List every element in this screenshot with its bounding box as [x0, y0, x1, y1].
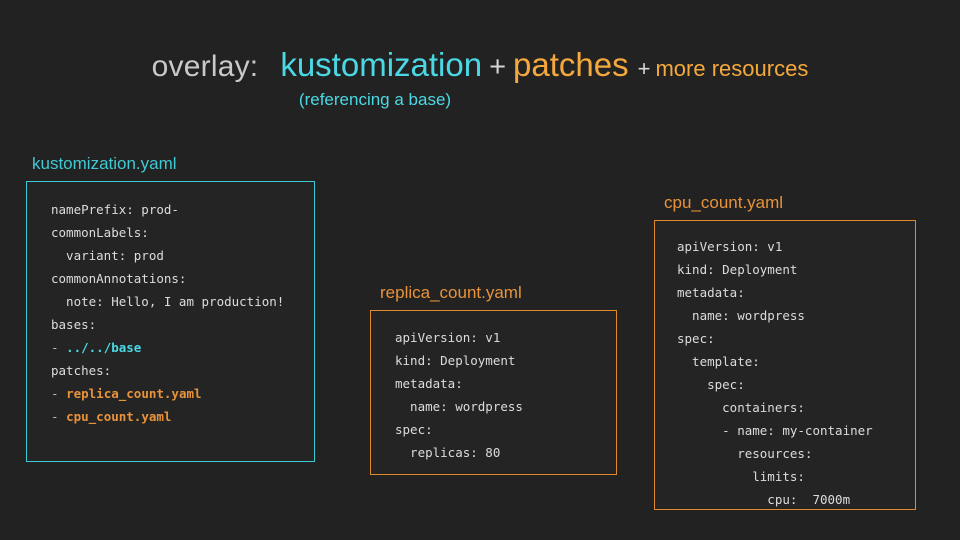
code-line: resources:: [677, 445, 813, 461]
panel-label-kustomization-yaml: kustomization.yaml: [32, 154, 177, 173]
code-ref-base: ../../base: [66, 339, 142, 355]
code-line: apiVersion: v1: [395, 329, 501, 345]
panel-kustomization-yaml: kustomization.yaml namePrefix: prod- com…: [26, 154, 315, 462]
code-line: kind: Deployment: [395, 352, 516, 368]
code-line: patches:: [51, 362, 112, 378]
code-content-kustomization-yaml: namePrefix: prod- commonLabels: variant:…: [51, 198, 314, 428]
code-line: note: Hello, I am production!: [51, 293, 285, 309]
code-line: spec:: [395, 421, 433, 437]
code-list-dash: -: [51, 408, 67, 424]
code-line: name: wordpress: [677, 307, 805, 323]
title-term-kustomization: kustomization: [280, 46, 483, 83]
code-line: replicas: 80: [395, 444, 501, 460]
code-line: containers:: [677, 399, 805, 415]
code-line: name: wordpress: [395, 398, 523, 414]
code-line: - name: my-container: [677, 422, 873, 438]
code-line: apiVersion: v1: [677, 238, 783, 254]
code-ref-cpu-count: cpu_count.yaml: [66, 408, 172, 424]
title-term-more-resources: more resources: [655, 56, 809, 81]
code-line: kind: Deployment: [677, 261, 798, 277]
code-line: namePrefix: prod-: [51, 201, 179, 217]
title-overlay-label: overlay:: [151, 50, 259, 83]
code-box-kustomization-yaml: namePrefix: prod- commonLabels: variant:…: [26, 180, 315, 462]
title-plus-2: +: [637, 56, 651, 81]
code-line: commonLabels:: [51, 224, 149, 240]
code-box-replica-count-yaml: apiVersion: v1 kind: Deployment metadata…: [370, 309, 617, 475]
code-ref-replica-count: replica_count.yaml: [66, 385, 202, 401]
code-line: metadata:: [677, 284, 745, 300]
code-content-replica-count-yaml: apiVersion: v1 kind: Deployment metadata…: [395, 326, 616, 464]
code-line: limits:: [677, 468, 805, 484]
slide-title: overlay:kustomization+patches+more resou…: [0, 48, 960, 82]
code-line: spec:: [677, 376, 745, 392]
panel-label-cpu-count-yaml: cpu_count.yaml: [664, 193, 784, 212]
code-line: template:: [677, 353, 760, 369]
code-box-cpu-count-yaml: apiVersion: v1 kind: Deployment metadata…: [654, 219, 916, 511]
title-plus-1: +: [489, 51, 507, 83]
code-line: cpu: 7000m: [677, 491, 851, 507]
code-line: spec:: [677, 330, 715, 346]
title-term-patches: patches: [513, 46, 629, 83]
code-line: metadata:: [395, 375, 463, 391]
code-line: bases:: [51, 316, 97, 332]
slide-subtitle: (referencing a base): [0, 90, 960, 110]
subtitle-text: (referencing a base): [298, 90, 452, 109]
code-line: commonAnnotations:: [51, 270, 187, 286]
code-list-dash: -: [51, 385, 67, 401]
panel-cpu-count-yaml: cpu_count.yaml apiVersion: v1 kind: Depl…: [654, 193, 916, 511]
code-line: variant: prod: [51, 247, 164, 263]
code-list-dash: -: [51, 339, 67, 355]
panel-replica-count-yaml: replica_count.yaml apiVersion: v1 kind: …: [370, 283, 617, 475]
panel-label-replica-count-yaml: replica_count.yaml: [380, 283, 522, 302]
code-content-cpu-count-yaml: apiVersion: v1 kind: Deployment metadata…: [677, 235, 915, 511]
